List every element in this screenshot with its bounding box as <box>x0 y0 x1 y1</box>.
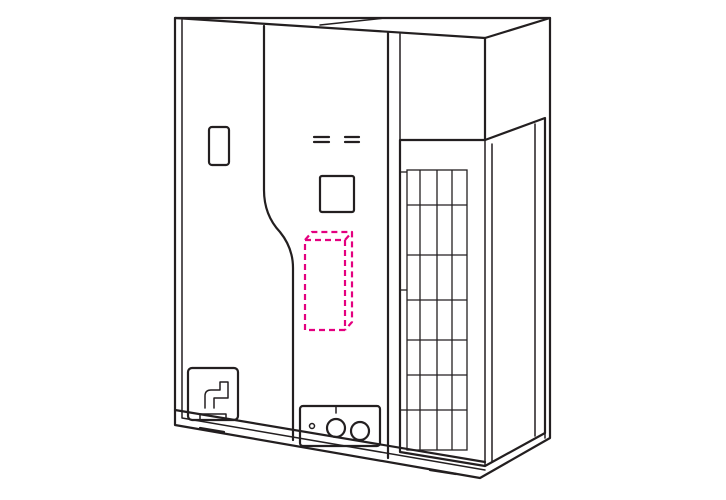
service-panel-icon <box>318 174 356 214</box>
front-panel-seams <box>173 24 487 464</box>
cabinet-body <box>173 16 552 480</box>
drain-panel <box>186 366 240 422</box>
heat-exchanger-grille-icon <box>400 169 468 451</box>
left-access-window <box>207 125 231 167</box>
vent-slots <box>312 135 361 144</box>
pipe-connection-ports-icon <box>298 404 382 448</box>
base-feet <box>198 426 546 476</box>
highlighted-component-icon <box>303 230 354 332</box>
